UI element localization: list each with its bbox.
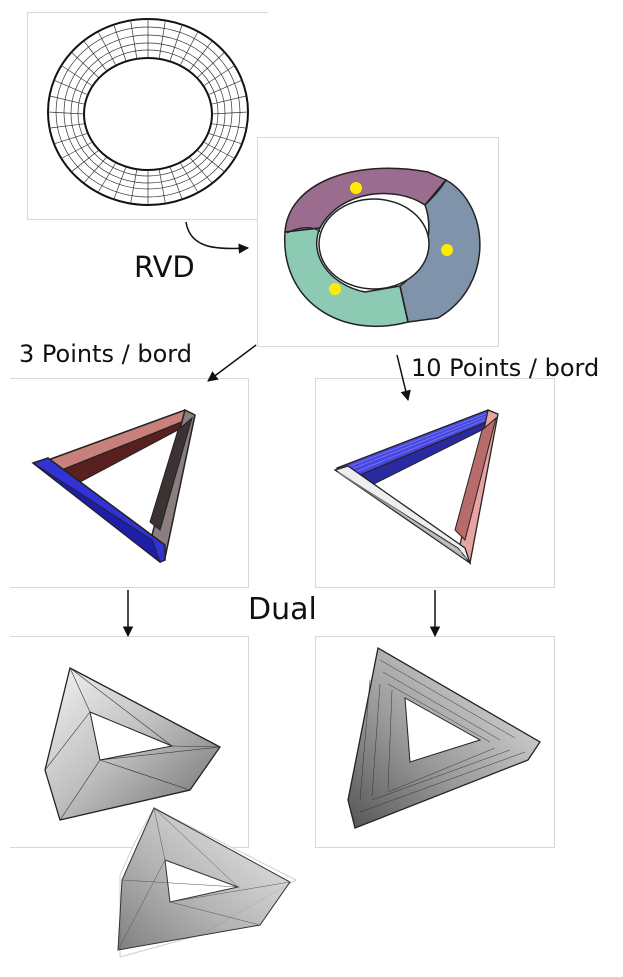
arrow-3pts bbox=[207, 344, 257, 382]
torus-mesh-line bbox=[113, 166, 127, 200]
torus-mesh-line bbox=[47, 111, 85, 115]
label-three-points: 3 Points / bord bbox=[19, 340, 192, 368]
torus-mesh-line bbox=[169, 24, 183, 62]
label-rvd: RVD bbox=[134, 250, 195, 284]
torus-mesh-line bbox=[53, 79, 89, 96]
wireframe-torus bbox=[47, 18, 249, 206]
arrow-10pts bbox=[396, 354, 411, 402]
torus-mesh-line bbox=[203, 65, 235, 87]
torus-mesh-line bbox=[188, 40, 213, 72]
torus-mesh-line bbox=[83, 40, 108, 72]
torus-mesh-line bbox=[71, 149, 100, 173]
torus-mesh-line bbox=[179, 162, 199, 193]
torus-mesh-line bbox=[188, 156, 213, 184]
torus-mesh-line bbox=[203, 141, 235, 159]
torus-mesh-line bbox=[83, 156, 108, 184]
triangle-3pts-panel bbox=[10, 378, 249, 588]
torus-mesh-line bbox=[169, 166, 183, 200]
triangle-prism-10pts bbox=[333, 409, 499, 565]
torus-mesh-line bbox=[130, 169, 138, 204]
torus-mesh-line bbox=[61, 141, 93, 159]
torus-mesh-line bbox=[179, 31, 199, 66]
torus-mesh-line bbox=[71, 51, 100, 79]
rvd-torus bbox=[284, 167, 481, 327]
torus-mesh-line bbox=[61, 65, 93, 87]
arrow-rvd bbox=[185, 221, 250, 254]
torus-mesh-line bbox=[49, 123, 86, 129]
torus-mesh-line bbox=[130, 20, 138, 59]
torus-mesh-line bbox=[210, 123, 247, 129]
dual-solid-3pts bbox=[44, 667, 221, 821]
torus-mesh-line bbox=[97, 162, 117, 193]
torus-mesh-line bbox=[113, 24, 127, 62]
torus-mesh-line bbox=[49, 95, 86, 105]
torus-mesh-line bbox=[196, 51, 225, 79]
dual-wireframe-3pts bbox=[117, 807, 298, 958]
torus-mesh-line bbox=[158, 20, 166, 59]
torus-mesh-line bbox=[211, 111, 249, 115]
label-ten-points: 10 Points / bord bbox=[411, 354, 600, 382]
triangle-prism-3pts bbox=[31, 408, 196, 564]
torus-mesh-line bbox=[196, 149, 225, 173]
label-dual: Dual bbox=[248, 592, 317, 627]
seed-point bbox=[350, 182, 362, 194]
torus-mesh-line bbox=[158, 169, 166, 204]
torus-mesh-line bbox=[53, 132, 89, 145]
dual-solid-10pts bbox=[347, 646, 541, 829]
torus-mesh-line bbox=[210, 95, 247, 105]
torus-mesh-line bbox=[207, 79, 243, 96]
seed-point bbox=[329, 283, 341, 295]
torus-mesh-line bbox=[207, 132, 243, 145]
seed-point bbox=[441, 244, 453, 256]
torus-mesh-line bbox=[97, 31, 117, 66]
